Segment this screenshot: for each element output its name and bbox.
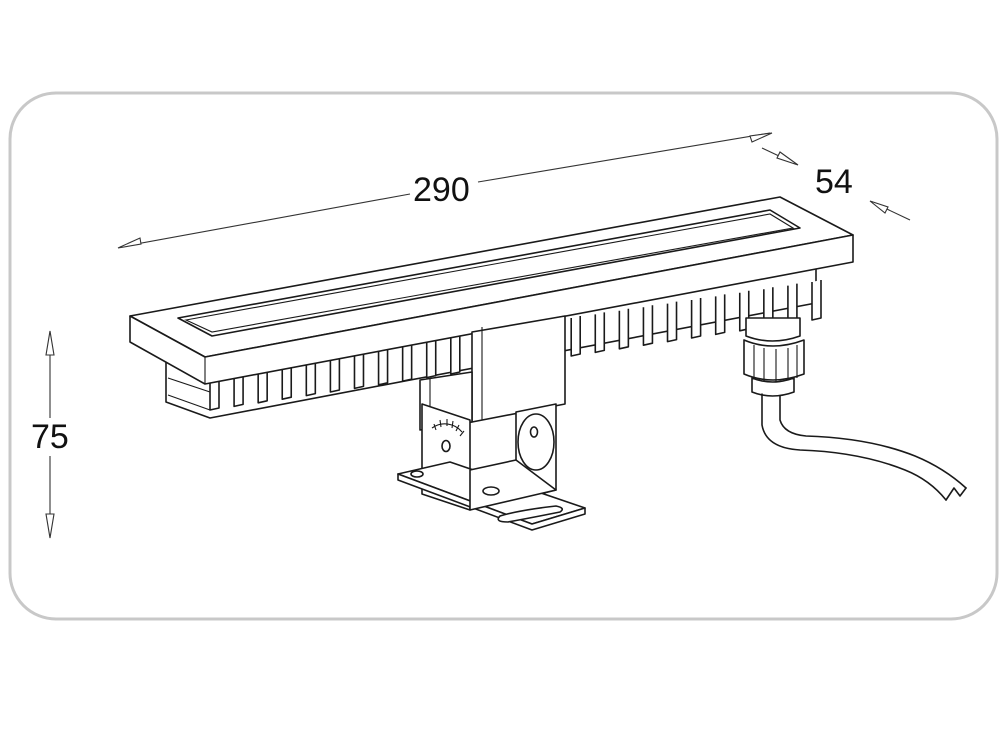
heat-sink-fin (377, 344, 389, 386)
heat-sink-fins (209, 280, 822, 411)
heat-sink-fin (618, 308, 630, 350)
tilt-scale (431, 419, 465, 437)
height-dimension (45, 330, 55, 539)
heat-sink-fin (401, 341, 413, 382)
cable-gland (743, 317, 805, 397)
heat-sink-fin (714, 294, 726, 336)
heat-sink-fin (425, 337, 437, 379)
heat-sink-fin (666, 301, 678, 343)
length-dimension (117, 132, 773, 249)
lens-window (177, 209, 801, 337)
length-label: 290 (413, 171, 470, 209)
heat-sink-fin (570, 316, 581, 357)
heat-sink-fin (642, 305, 654, 346)
heat-sink-fin (811, 280, 822, 321)
height-label: 75 (31, 418, 69, 456)
heat-sink-fin (305, 355, 317, 397)
width-dimension (761, 147, 911, 221)
power-cable (761, 393, 947, 501)
heat-sink-fin (594, 312, 606, 354)
fixture (129, 196, 967, 531)
heat-sink-fin (329, 352, 341, 393)
drawing-frame (8, 91, 999, 621)
heat-sink-fin (690, 298, 702, 339)
heat-sink-fin (353, 348, 365, 390)
heat-sink-fin (450, 334, 461, 375)
width-label: 54 (815, 163, 853, 201)
